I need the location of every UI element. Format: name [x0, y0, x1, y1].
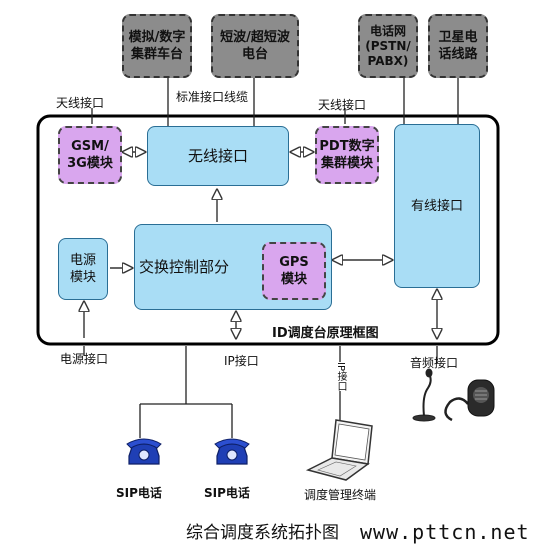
sip-phone-label-2: SIP电话 [204, 486, 250, 500]
power-port-label: 电源接口 [60, 352, 109, 366]
power-module: 电源 模块 [58, 238, 108, 300]
wired-interface: 有线接口 [394, 124, 480, 288]
std-cable-label: 标准接口线缆 [176, 90, 249, 104]
wireless-interface: 无线接口 [147, 126, 289, 186]
frame-title: ID调度台原理框图 [272, 326, 379, 341]
pdt-module: PDT数字 集群模块 [315, 126, 379, 184]
bottom-links [83, 346, 438, 438]
internal-arrows [84, 152, 437, 338]
satellite-box: 卫星电 话线路 [428, 14, 488, 78]
audio-port-label: 音频接口 [410, 356, 459, 370]
watermark: www.pttcn.net [360, 520, 530, 544]
system-frame [36, 114, 500, 346]
trunk-radio-box: 模拟/数字 集群车台 [122, 14, 192, 78]
ip-port-vertical-label: IP接口 [334, 362, 346, 391]
sip-phone-icon [214, 438, 250, 465]
figure-caption: 综合调度系统拓扑图 [186, 523, 339, 543]
gps-module: GPS 模块 [262, 242, 326, 300]
sip-phone-icon [126, 438, 162, 465]
antenna-label-right: 天线接口 [318, 98, 367, 112]
terminal-label: 调度管理终端 [304, 488, 377, 502]
external-links [91, 78, 459, 126]
gsm-module: GSM/ 3G模块 [58, 126, 122, 184]
speaker-mic-icon [444, 379, 495, 422]
antenna-label-left: 天线接口 [56, 96, 105, 110]
laptop-icon [305, 419, 373, 481]
ip-port-label: IP接口 [224, 354, 259, 368]
sw-radio-box: 短波/超短波 电台 [211, 14, 299, 78]
microphone-icon [412, 368, 436, 422]
sip-phone-label-1: SIP电话 [116, 486, 162, 500]
pstn-box: 电话网 (PSTN/ PABX) [358, 14, 418, 78]
